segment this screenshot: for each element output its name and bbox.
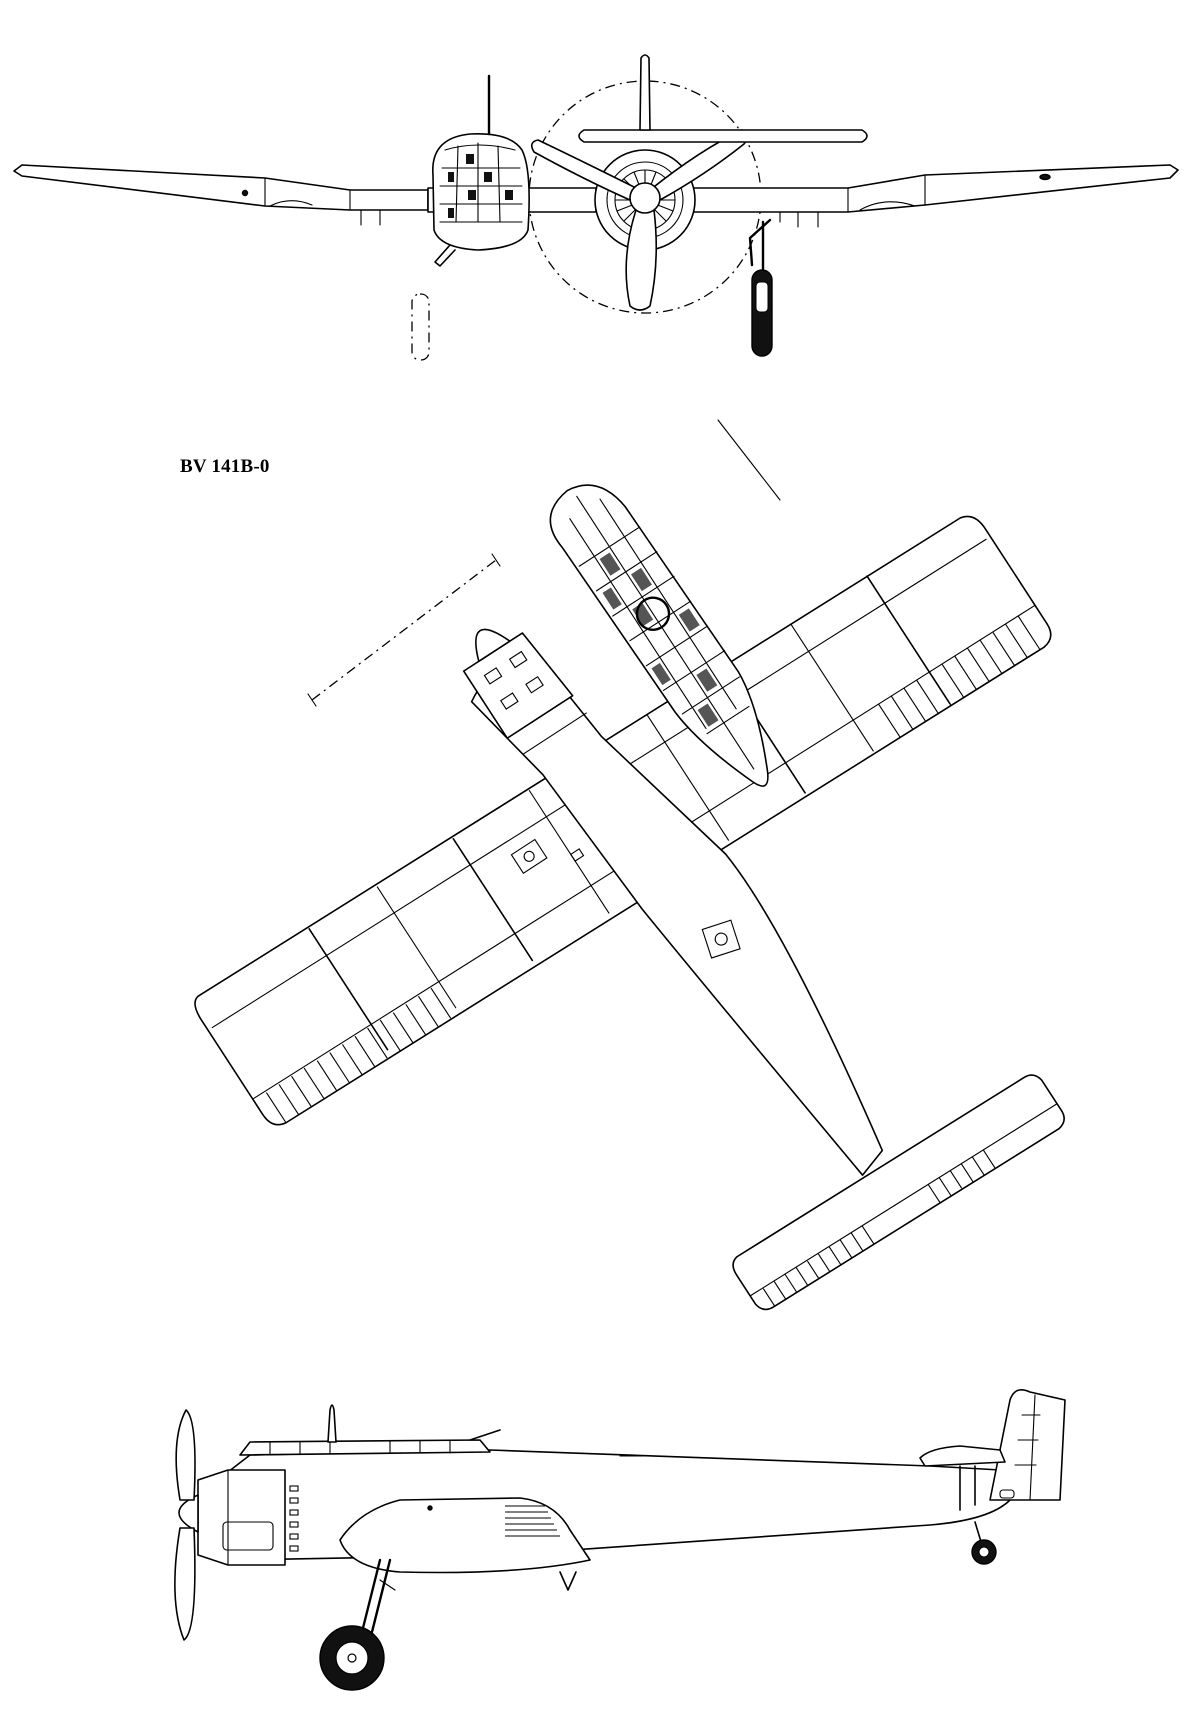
tailplane-front [578,129,868,143]
propeller-blade-upper-left [530,139,641,201]
top-tailplane [732,1074,1065,1311]
aircraft-designation-label: BV 141B-0 [180,456,270,477]
side-fuselage [221,1449,1011,1561]
propeller-blade-lower [625,209,658,311]
side-propeller-upper [175,1409,196,1501]
side-view [174,1389,1066,1691]
side-propeller-lower [174,1527,196,1641]
front-left-wing [13,164,429,211]
side-wing [339,1497,591,1574]
propeller-spinner [629,182,661,214]
front-right-wing [679,164,1179,213]
crew-nacelle-front [432,133,530,251]
front-view [13,54,1179,361]
dashed-wheel-outline [411,293,430,361]
dimension-line [307,553,501,707]
side-tail-fin [989,1389,1066,1501]
top-view [194,419,1065,1311]
